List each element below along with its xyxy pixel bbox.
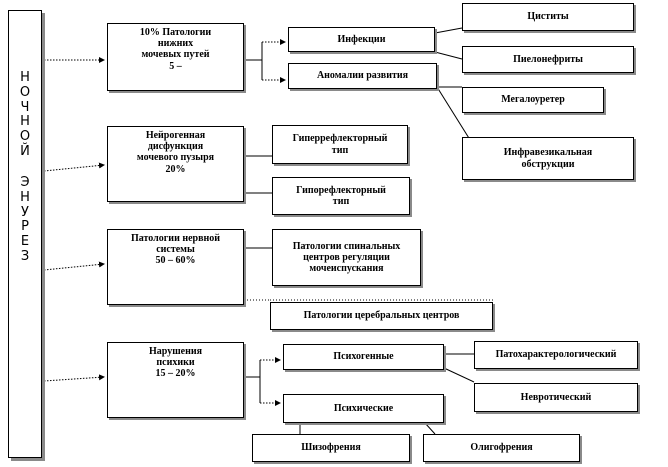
main-word-1-letter: О: [19, 84, 31, 100]
pyelonephritis-box: Пиелонефриты: [462, 46, 634, 73]
main-word-1-letter: Н: [20, 70, 30, 85]
cerebral-centers-box: Патологии церебральных центров: [270, 302, 493, 330]
psychogenic-box: Психогенные: [283, 344, 444, 370]
anomalies-box: Аномалии развития: [288, 63, 437, 89]
lower-tract-box: 10% Патологии нижних мочевых путей 5 –: [107, 23, 244, 91]
spinal-centers-box: Патологии спинальных центров регуляции м…: [272, 229, 421, 286]
psychic-box: Психические: [283, 394, 444, 423]
main-word-2-letter: З: [20, 249, 30, 265]
psyche-box: Нарушения психики 15 – 20%: [107, 342, 244, 418]
neurogenic-box: Нейрогенная дисфункция мочевого пузыря 2…: [107, 126, 244, 202]
main-word-2-letter: Е: [20, 234, 30, 250]
nervous-system-box: Патологии нервной системы 50 – 60%: [107, 229, 244, 305]
infection-box: Инфекции: [288, 27, 435, 52]
cystitis-box: Циститы: [462, 3, 634, 31]
schizophrenia-box: Шизофрения: [252, 434, 410, 462]
hyperreflex-box: Гиперрефлекторный тип: [272, 125, 408, 164]
main-word-2-letter: Р: [21, 219, 29, 235]
infravesical-box: Инфравезикальная обструкции: [462, 137, 634, 180]
pathocharacter-box: Патохарактерологический: [474, 341, 638, 369]
hyporeflex-box: Гипорефлекторный тип: [272, 177, 410, 215]
main-word-1-letter: Н: [20, 114, 30, 130]
megaureter-box: Мегалоуретер: [462, 87, 604, 113]
main-word-1-letter: О: [19, 129, 31, 145]
main-word-1-letter: Й: [20, 144, 30, 160]
main-word-2-letter: У: [21, 204, 29, 220]
main-word-1: Н О Ч Н О Й: [9, 70, 41, 160]
oligophrenia-box: Олигофрения: [423, 434, 580, 462]
main-word-1-letter: Ч: [20, 99, 30, 115]
neurotic-box: Невротический: [474, 383, 638, 412]
main-word-2-letter: Н: [20, 189, 30, 205]
main-title-box: Н О Ч Н О Й Э Н У Р Е З: [8, 10, 42, 458]
main-word-2: Э Н У Р Е З: [9, 175, 41, 265]
main-word-2-letter: Э: [20, 175, 30, 190]
